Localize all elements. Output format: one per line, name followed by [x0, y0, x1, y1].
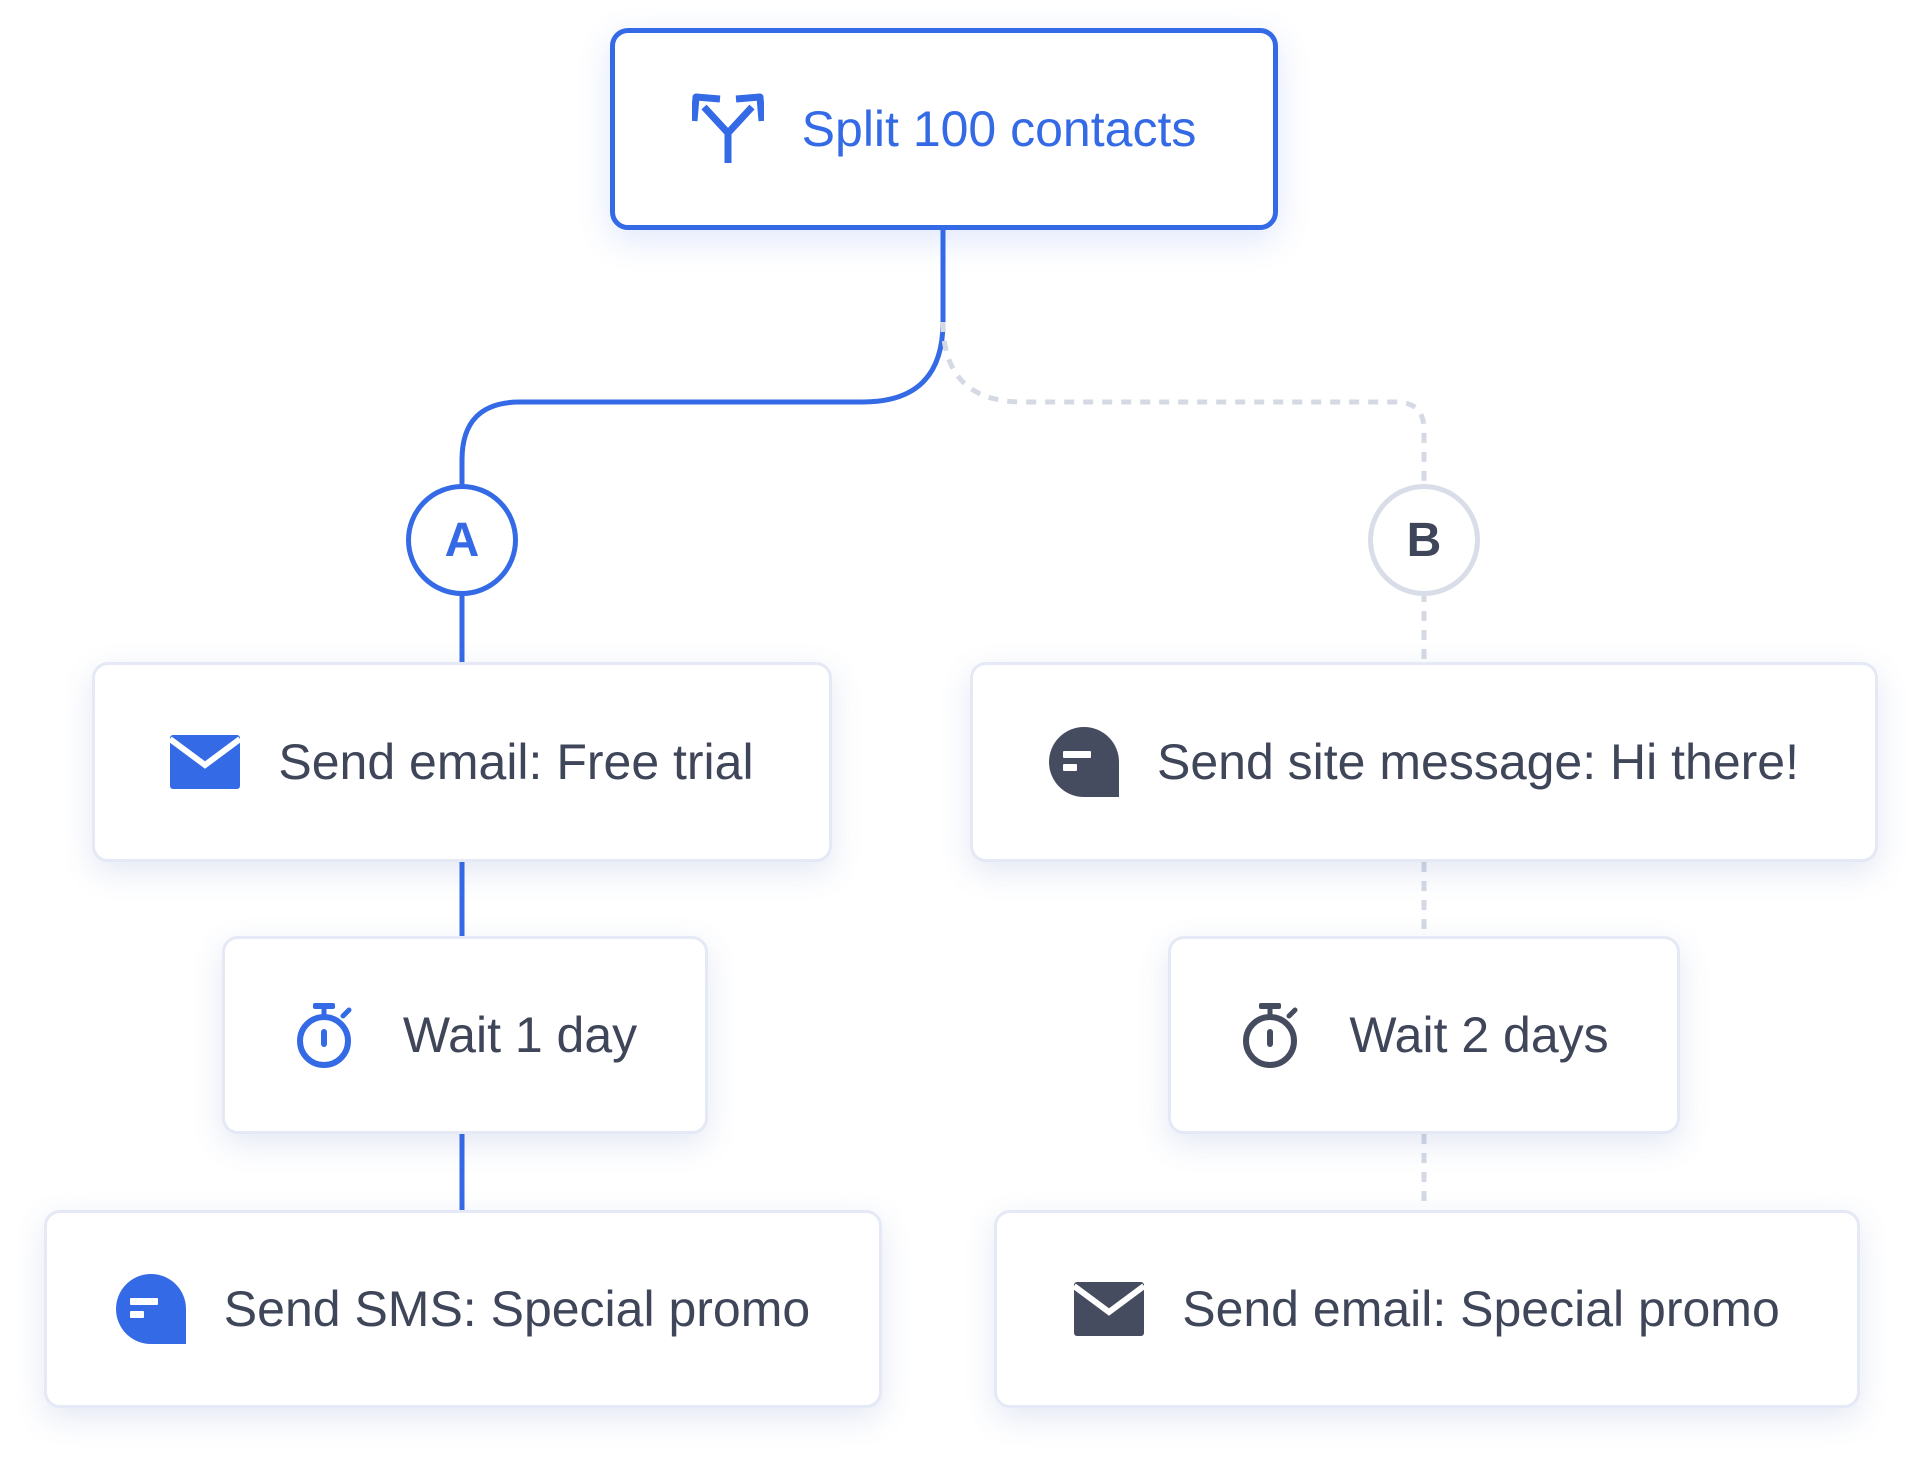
- branch-a-step-send-email[interactable]: Send email: Free trial: [92, 662, 832, 862]
- branch-a-step-send-sms[interactable]: Send SMS: Special promo: [44, 1210, 882, 1408]
- branch-b-connector: [940, 321, 1427, 486]
- step-label: Send SMS: Special promo: [223, 1281, 811, 1337]
- stopwatch-icon: [1239, 1002, 1301, 1068]
- split-label: Split 100 contacts: [801, 101, 1197, 157]
- step-label: Wait 1 day: [402, 1007, 638, 1063]
- chat-bubble-icon: [115, 1274, 186, 1344]
- split-node[interactable]: Split 100 contacts: [610, 28, 1278, 230]
- envelope-icon: [170, 735, 241, 789]
- step-label: Send email: Special promo: [1182, 1281, 1780, 1337]
- step-label: Wait 2 days: [1349, 1007, 1609, 1063]
- envelope-icon: [1074, 1282, 1145, 1336]
- branch-a-step-wait[interactable]: Wait 1 day: [222, 936, 708, 1134]
- branch-b-step-send-site-message[interactable]: Send site message: Hi there!: [970, 662, 1878, 862]
- stopwatch-icon: [293, 1002, 355, 1068]
- step-label: Send site message: Hi there!: [1157, 734, 1799, 790]
- branch-a-connector: [459, 230, 946, 486]
- branch-b-step-send-email[interactable]: Send email: Special promo: [994, 1210, 1860, 1408]
- branch-b-step-wait[interactable]: Wait 2 days: [1168, 936, 1680, 1134]
- split-arrows-icon: [691, 93, 764, 165]
- chat-bubble-icon: [1049, 727, 1119, 797]
- step-label: Send email: Free trial: [278, 734, 754, 790]
- branch-a-badge[interactable]: A: [406, 484, 518, 596]
- branch-b-badge[interactable]: B: [1368, 484, 1480, 596]
